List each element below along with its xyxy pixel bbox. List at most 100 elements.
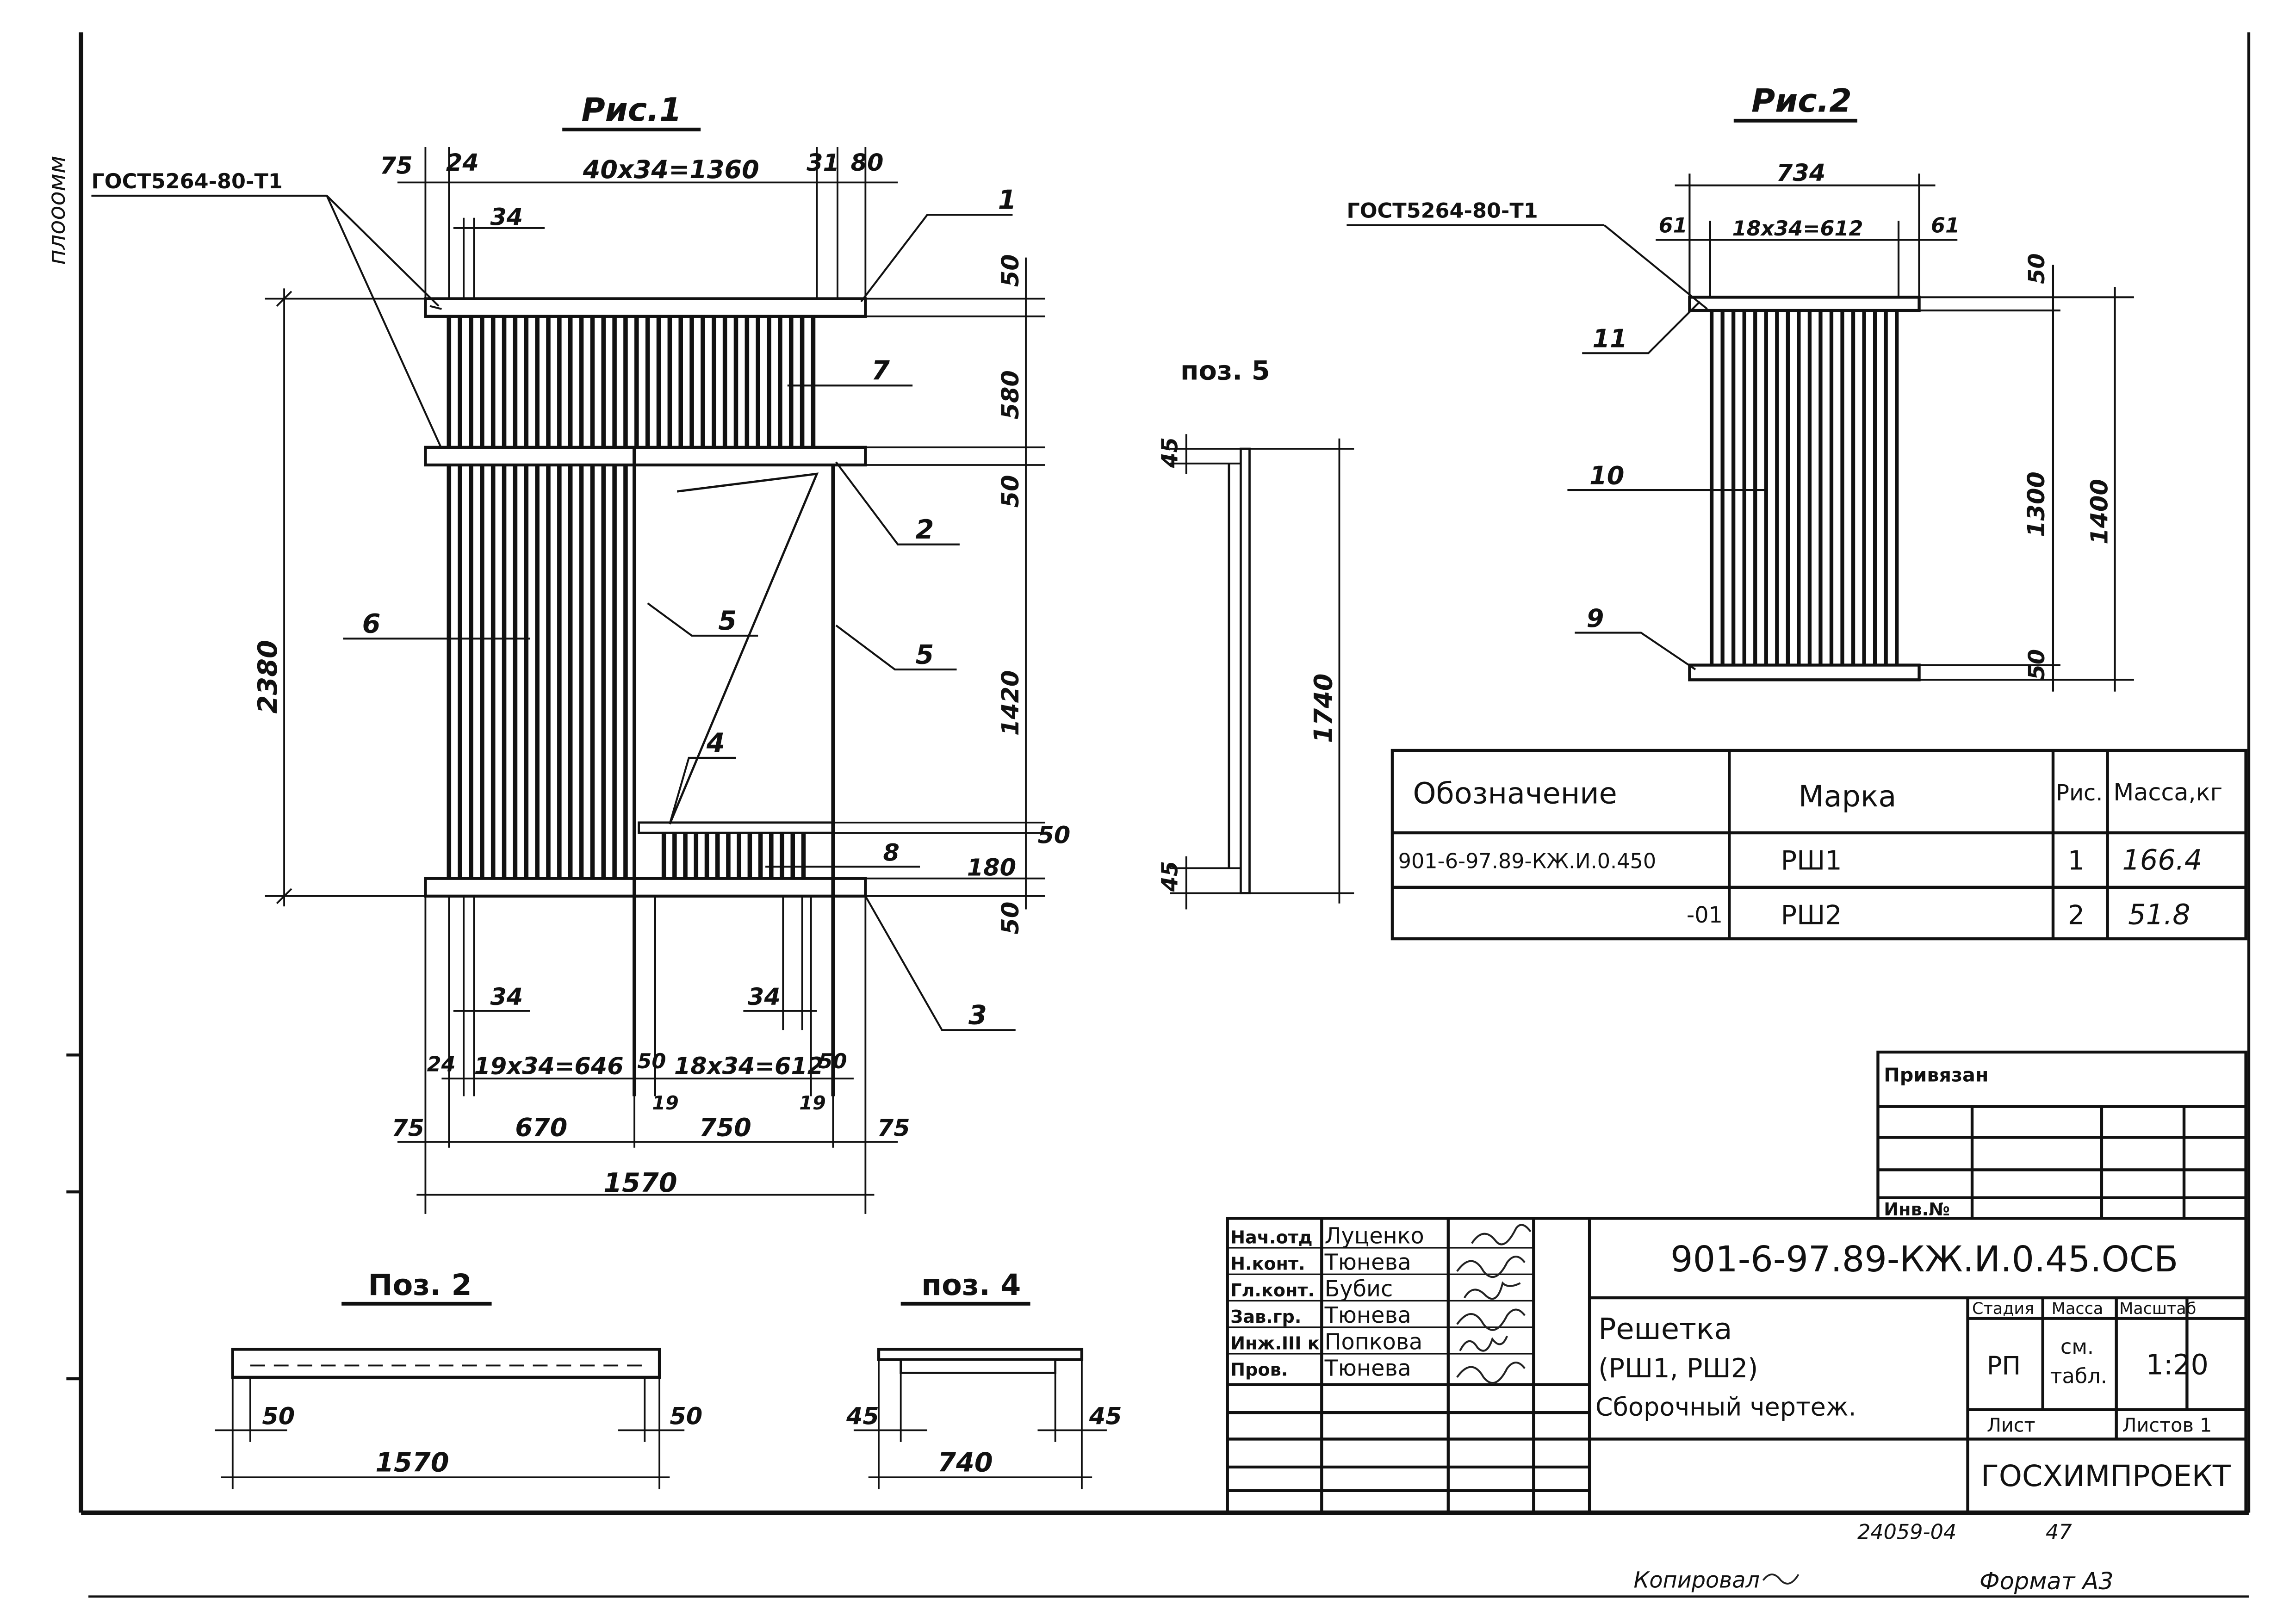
callout-8: 8 [883, 839, 900, 867]
fig2-callout-11: 11 [1592, 324, 1627, 353]
footer: Копировал Формат А3 [1634, 1567, 2114, 1595]
tb-name-0: Луценко [1325, 1223, 1424, 1249]
fig2-dim-50-top: 50 [2024, 253, 2050, 284]
tb-name-line3: Сборочный чертеж. [1595, 1393, 1856, 1422]
callout-5b: 5 [915, 639, 934, 670]
tb-mass-label: Масса [2052, 1300, 2103, 1318]
tb-scale-label: Масштаб [2119, 1300, 2196, 1318]
poz4-dim-45-left: 45 [846, 1403, 879, 1430]
callout-1: 1 [998, 185, 1017, 216]
poz4-lug [900, 1358, 1057, 1374]
spec-header-designation: Обозначение [1413, 776, 1617, 811]
fig2-dim-1400: 1400 [2086, 479, 2113, 545]
fig2-top-plate [1688, 296, 1921, 312]
fig2-dim-61-left: 61 [1659, 214, 1688, 238]
dim-50-2: 50 [997, 475, 1024, 508]
tb-role-0: Нач.отд [1230, 1227, 1313, 1247]
poz2-title: Поз. 2 [368, 1268, 472, 1302]
fig2-gost-label: ГОСТ5264-80-Т1 [1347, 199, 1538, 223]
poz2-dim-50-left: 50 [262, 1403, 295, 1430]
dim-spacing-bottom-1: 19x34=646 [474, 1053, 623, 1080]
fig2-callout-10: 10 [1589, 461, 1624, 490]
dim-50-bottom-2: 50 [819, 1050, 847, 1073]
footer-format: Формат А3 [1980, 1567, 2114, 1595]
poz4-title: поз. 4 [921, 1268, 1021, 1302]
tb-name-1: Тюнева [1324, 1250, 1411, 1276]
spec-row2-mark: РШ2 [1781, 900, 1842, 930]
spec-row2-fig: 2 [2068, 900, 2085, 930]
callout-2: 2 [915, 514, 934, 545]
callout-5a: 5 [718, 606, 737, 636]
tb-archive-number: 24059-04 [1857, 1521, 1956, 1544]
spec-header-fig: Рис. [2056, 781, 2103, 806]
fig2: Рис.2 ГОСТ5264-80-Т1 734 61 18x34 [1347, 82, 2134, 692]
callout-6: 6 [362, 609, 381, 639]
spec-row2-mass: 51.8 [2128, 898, 2191, 931]
dim-2380: 2380 [253, 640, 283, 713]
tb-mass-l1: см. [2060, 1335, 2094, 1359]
dim-34-bottom-left: 34 [490, 983, 523, 1010]
tb-mass-l2: табл. [2050, 1365, 2107, 1388]
dim-80: 80 [851, 149, 884, 176]
fig2-dim-50-bottom: 50 [2024, 649, 2050, 680]
tb-stage-label: Стадия [1972, 1300, 2034, 1318]
dim-34-bottom-right: 34 [748, 983, 781, 1010]
tb-role-2: Гл.конт. [1230, 1280, 1315, 1301]
fig2-callout-9: 9 [1587, 604, 1604, 633]
tb-doc-code: 901-6-97.89-КЖ.И.0.45.ОСБ [1670, 1239, 2178, 1280]
spec-header-mark: Марка [1799, 779, 1897, 813]
dim-75-bottom-left: 75 [391, 1114, 424, 1141]
poz5-title: поз. 5 [1180, 356, 1270, 386]
poz4-dim-45-right: 45 [1089, 1403, 1122, 1430]
tb-name-4: Попкова [1325, 1329, 1423, 1355]
callout-4: 4 [706, 728, 725, 758]
poz5-dim-1740: 1740 [1309, 674, 1338, 743]
poz4-dim-740: 740 [937, 1447, 993, 1478]
corner-stamp: плооомм [43, 156, 70, 265]
dim-1570: 1570 [603, 1168, 677, 1198]
tb-sheet-label: Лист [1987, 1414, 2035, 1437]
tb-inv: Инв.№ [1884, 1199, 1950, 1220]
fig1-middle-plate [424, 446, 867, 467]
tb-name-line1: Решетка [1598, 1312, 1732, 1346]
poz4: поз. 4 45 45 740 [846, 1268, 1122, 1489]
fig1-vertical-bars [447, 316, 816, 879]
fig1-top-plate [424, 297, 867, 318]
dim-50-4: 50 [997, 902, 1024, 935]
fig2-dim-spacing: 18x34=612 [1732, 217, 1863, 241]
fig2-bottom-plate [1688, 663, 1921, 681]
fig1-gost-label: ГОСТ5264-80-Т1 [91, 170, 282, 193]
signatures [1456, 1224, 1532, 1384]
fig1-plate-pos4 [638, 821, 834, 834]
dim-580: 580 [997, 370, 1024, 419]
dim-24: 24 [446, 149, 479, 176]
fig1-bottom-plate [424, 877, 867, 898]
spec-row1-mark: РШ1 [1781, 846, 1842, 876]
poz2-dim-1570: 1570 [375, 1447, 449, 1478]
dim-75: 75 [380, 152, 413, 179]
tb-sheets-label: Листов 1 [2122, 1414, 2212, 1437]
dim-50-1: 50 [997, 254, 1024, 287]
dim-670: 670 [515, 1113, 567, 1142]
dim-34-top: 34 [490, 204, 523, 231]
tb-role-1: Н.конт. [1230, 1254, 1305, 1274]
dim-75-bottom-right: 75 [877, 1114, 910, 1141]
fig2-title: Рис.2 [1751, 82, 1852, 120]
tb-archive-page: 47 [2046, 1521, 2072, 1544]
fig1: Рис.1 ГОСТ5264-80-Т1 [91, 91, 1070, 1214]
spec-header-mass: Масса,кг [2113, 779, 2222, 806]
tb-name-5: Тюнева [1324, 1356, 1411, 1381]
title-block: Привязан Инв.№ Нач.отд Н.конт. Гл.конт. … [1226, 1050, 2247, 1544]
spec-row1-designation: 901-6-97.89-КЖ.И.0.450 [1398, 849, 1657, 873]
tb-role-3: Зав.гр. [1230, 1307, 1301, 1327]
spec-table: Обозначение Марка Рис. Масса,кг 901-6-97… [1390, 749, 2247, 941]
dim-50-bottom-1: 50 [637, 1050, 666, 1073]
poz5: поз. 5 45 45 1740 [1158, 356, 1354, 910]
tb-privyazan: Привязан [1884, 1064, 1988, 1086]
tb-name-2: Бубис [1325, 1276, 1393, 1302]
spec-row2-designation: -01 [1687, 903, 1723, 928]
poz2-plate [231, 1348, 661, 1379]
tb-name-3: Тюнева [1324, 1303, 1411, 1328]
dim-24-bottom: 24 [427, 1053, 456, 1076]
